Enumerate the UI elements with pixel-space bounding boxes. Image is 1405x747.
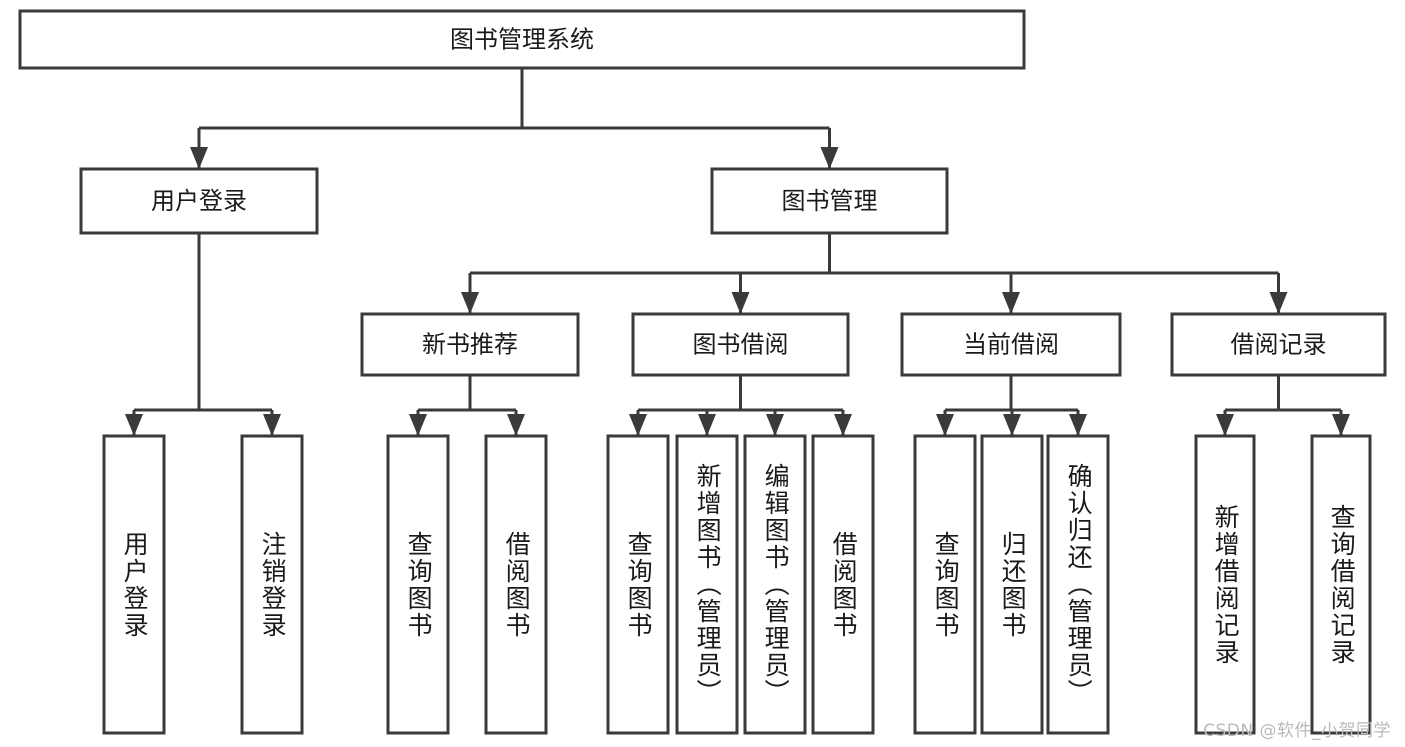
arrow-head-icon <box>409 414 427 436</box>
node-box-root[interactable] <box>18 9 1026 70</box>
node-box-borrow-record[interactable] <box>1170 312 1387 377</box>
arrow-head-icon <box>629 414 647 436</box>
arrow-head-icon <box>766 414 784 436</box>
node-box-current-query-book[interactable] <box>913 434 977 735</box>
node-box-book-borrow[interactable] <box>631 312 850 377</box>
arrow-head-icon <box>1002 292 1020 314</box>
node-box-user-login-leaf[interactable] <box>102 434 166 735</box>
arrow-head-icon <box>820 147 839 169</box>
csdn-watermark: CSDN @软件_小贺同学 <box>1203 721 1391 741</box>
node-label-current-borrow: 当前借阅 <box>963 331 1059 359</box>
node-label-new-book-recommend: 新书推荐 <box>422 331 518 359</box>
arrow-head-icon <box>507 414 525 436</box>
node-box-current-return-book[interactable] <box>980 434 1044 735</box>
node-label-user-login: 用户登录 <box>151 187 247 215</box>
node-box-borrow-add-book[interactable] <box>675 434 739 735</box>
node-box-record-add[interactable] <box>1194 434 1256 735</box>
node-box-book-manage[interactable] <box>710 167 949 235</box>
node-label-book-borrow: 图书借阅 <box>693 331 789 359</box>
arrow-head-icon <box>936 414 954 436</box>
arrow-head-icon <box>698 414 716 436</box>
arrow-head-icon <box>731 292 750 314</box>
node-label-root: 图书管理系统 <box>450 26 594 54</box>
arrow-head-icon <box>190 147 208 169</box>
arrow-head-icon <box>1269 292 1288 314</box>
node-box-user-login[interactable] <box>79 167 319 235</box>
node-label-borrow-record: 借阅记录 <box>1231 331 1327 359</box>
node-box-borrow-borrow-book[interactable] <box>811 434 875 735</box>
arrow-head-icon <box>461 292 479 314</box>
node-box-current-borrow[interactable] <box>900 312 1122 377</box>
arrow-head-icon <box>125 414 143 436</box>
node-label-book-manage: 图书管理 <box>782 187 878 215</box>
arrow-head-icon <box>1003 414 1021 436</box>
node-box-recommend-borrow-book[interactable] <box>484 434 548 735</box>
arrow-head-icon <box>1216 414 1234 436</box>
connectors-layer <box>125 68 1350 436</box>
node-box-borrow-query-book[interactable] <box>606 434 670 735</box>
node-box-recommend-query-book[interactable] <box>386 434 450 735</box>
node-box-record-query[interactable] <box>1310 434 1372 735</box>
boxes-layer <box>18 9 1387 735</box>
node-box-borrow-edit-book[interactable] <box>743 434 807 735</box>
node-box-new-book-recommend[interactable] <box>360 312 580 377</box>
arrow-head-icon <box>1069 414 1087 436</box>
arrow-head-icon <box>263 414 281 436</box>
arrow-head-icon <box>834 414 852 436</box>
node-box-current-confirm-return[interactable] <box>1046 434 1110 735</box>
node-box-user-logout-leaf[interactable] <box>240 434 304 735</box>
arrow-head-icon <box>1332 414 1350 436</box>
